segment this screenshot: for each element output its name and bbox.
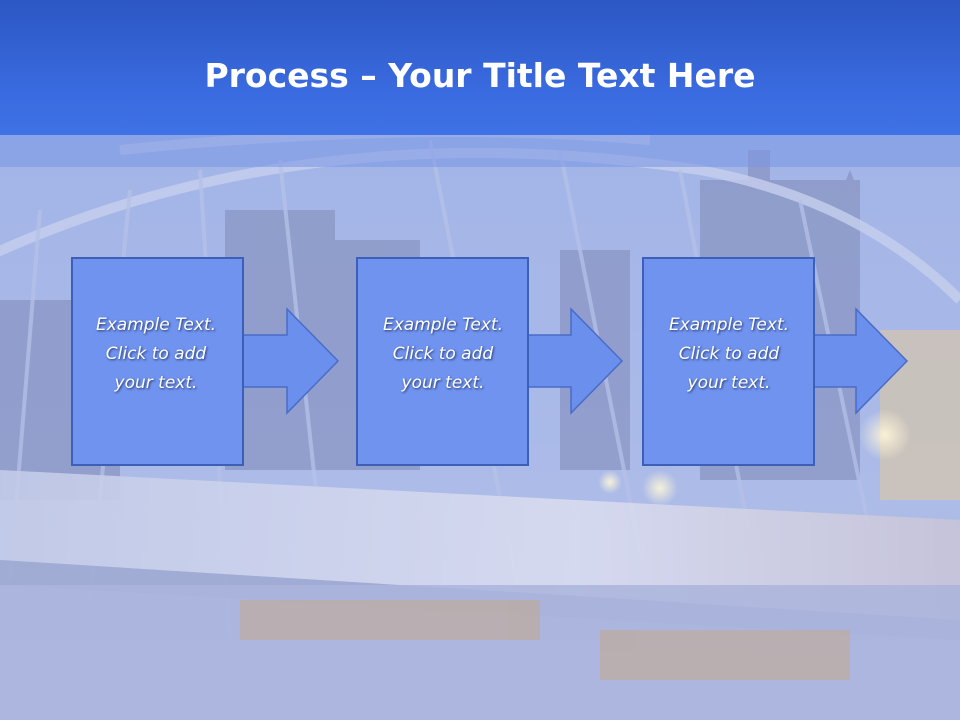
step-2-line-3: your text. — [401, 373, 485, 393]
step-1-text[interactable]: Example Text. Click to add your text. — [72, 311, 240, 398]
step-1-line-2: Click to add — [105, 344, 207, 364]
step-1-arrow — [242, 307, 340, 415]
title-bold: Process — [204, 56, 349, 95]
step-3-line-2: Click to add — [678, 344, 780, 364]
step-3-box — [642, 257, 815, 466]
step-1[interactable] — [71, 257, 340, 466]
step-3-text[interactable]: Example Text. Click to add your text. — [645, 311, 813, 398]
title-sub-band — [0, 135, 960, 167]
step-1-line-1: Example Text. — [95, 315, 217, 335]
step-2-arrow — [527, 307, 624, 415]
step-3-line-3: your text. — [687, 373, 771, 393]
step-3[interactable] — [642, 257, 909, 466]
step-2-line-2: Click to add — [392, 344, 494, 364]
step-2-text[interactable]: Example Text. Click to add your text. — [359, 311, 527, 398]
step-2[interactable] — [356, 257, 624, 466]
slide-title[interactable]: Process – Your Title Text Here — [0, 52, 960, 100]
title-rest: – Your Title Text Here — [348, 56, 756, 95]
step-2-box — [356, 257, 529, 466]
step-3-arrow — [813, 307, 909, 415]
title-bar — [0, 0, 960, 135]
step-3-line-1: Example Text. — [668, 315, 790, 335]
step-1-line-3: your text. — [114, 373, 198, 393]
step-1-box — [71, 257, 244, 466]
step-2-line-1: Example Text. — [382, 315, 504, 335]
